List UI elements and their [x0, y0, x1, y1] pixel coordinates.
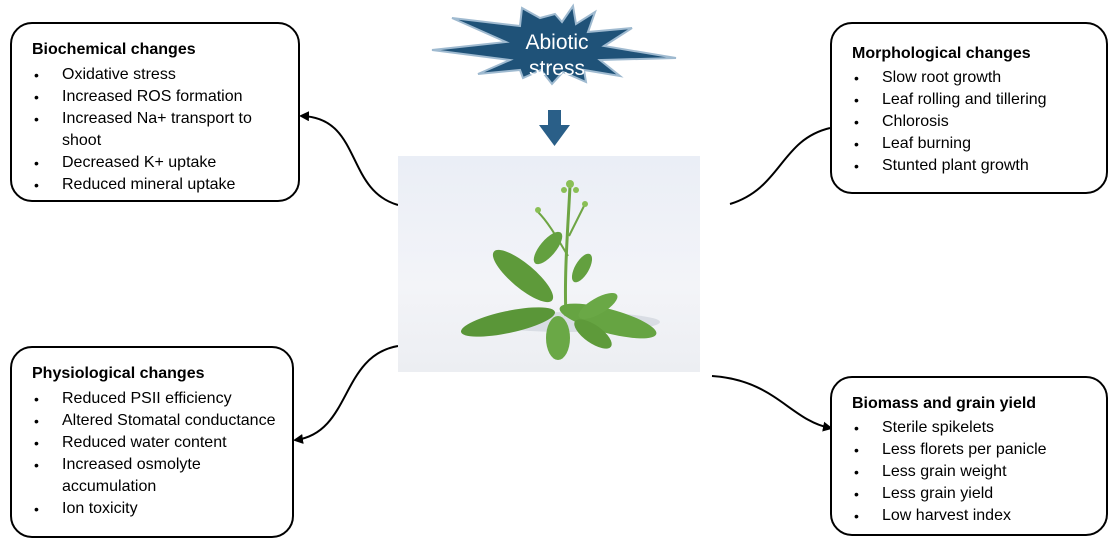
list-item: Decreased K+ uptake — [32, 152, 286, 174]
list-item: Altered Stomatal conductance — [32, 410, 280, 432]
box-title: Biomass and grain yield — [852, 394, 1094, 414]
abiotic-stress-label: Abiotic stress — [497, 30, 617, 82]
box-title: Physiological changes — [32, 364, 280, 384]
list-item: Low harvest index — [852, 505, 1094, 527]
list-item: Ion toxicity — [32, 498, 280, 520]
list-item: Stunted plant growth — [852, 155, 1094, 177]
list-item: Reduced PSII efficiency — [32, 388, 280, 410]
list-item: Less grain weight — [852, 461, 1094, 483]
burst-line-2: stress — [497, 56, 617, 82]
list-item: Increased ROS formation — [32, 86, 286, 108]
list-item: Less grain yield — [852, 483, 1094, 505]
list-item: Oxidative stress — [32, 64, 286, 86]
morphological-changes-box: Morphological changes Slow root growth L… — [830, 22, 1108, 194]
list-item: Chlorosis — [852, 111, 1094, 133]
list-item: Reduced mineral uptake — [32, 174, 286, 196]
box-title: Biochemical changes — [32, 40, 286, 60]
bullet-list: Sterile spikelets Less florets per panic… — [852, 417, 1094, 527]
biomass-grain-yield-box: Biomass and grain yield Sterile spikelet… — [830, 376, 1108, 536]
down-arrow-icon — [539, 110, 570, 146]
list-item: Reduced water content — [32, 432, 280, 454]
plant-photo — [398, 156, 700, 372]
plant-illustration — [398, 156, 700, 372]
list-item: Increased osmolyte accumulation — [32, 454, 280, 498]
bullet-list: Slow root growth Leaf rolling and tiller… — [852, 67, 1094, 177]
list-item: Slow root growth — [852, 67, 1094, 89]
list-item: Increased Na+ transport to shoot — [32, 108, 286, 152]
biochemical-changes-box: Biochemical changes Oxidative stress Inc… — [10, 22, 300, 202]
list-item: Less florets per panicle — [852, 439, 1094, 461]
box-title: Morphological changes — [852, 44, 1094, 64]
list-item: Leaf burning — [852, 133, 1094, 155]
physiological-changes-box: Physiological changes Reduced PSII effic… — [10, 346, 294, 538]
list-item: Leaf rolling and tillering — [852, 89, 1094, 111]
burst-line-1: Abiotic — [497, 30, 617, 56]
bullet-list: Reduced PSII efficiency Altered Stomatal… — [32, 388, 280, 520]
bullet-list: Oxidative stress Increased ROS formation… — [32, 64, 286, 196]
list-item: Sterile spikelets — [852, 417, 1094, 439]
